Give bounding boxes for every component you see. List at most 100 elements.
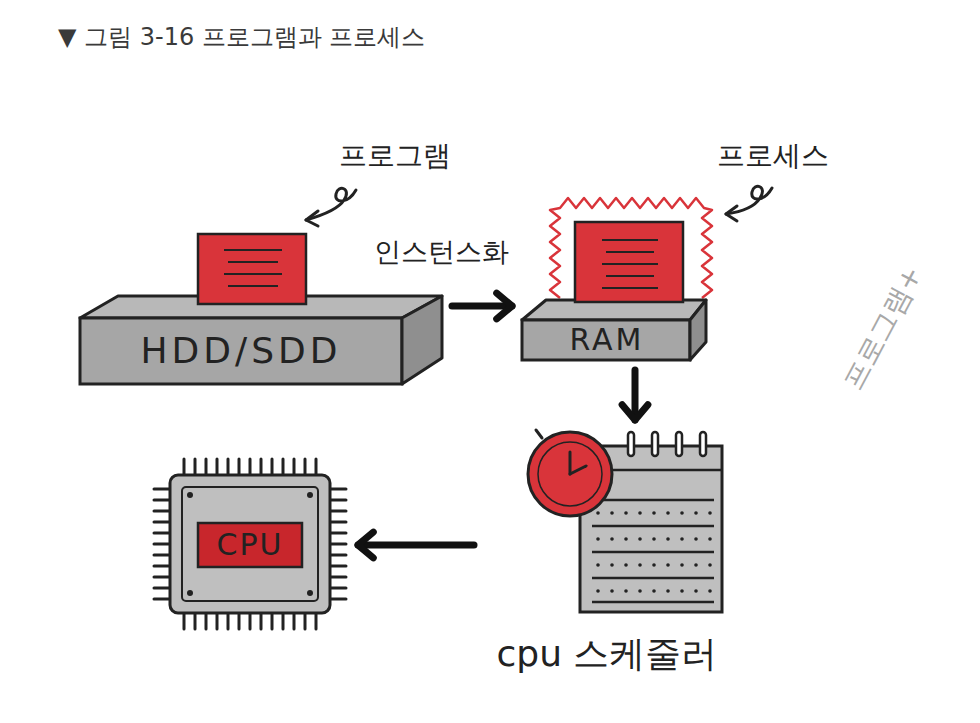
drawing-part xyxy=(205,613,208,629)
drawing-part xyxy=(228,285,278,287)
arrow-head xyxy=(622,405,648,420)
drawing-part xyxy=(638,563,642,567)
arrow-head xyxy=(358,532,373,558)
drawing-part xyxy=(680,589,684,593)
drawing-part xyxy=(154,488,170,491)
drawing-part xyxy=(154,532,170,535)
drawing-part xyxy=(592,551,714,554)
drawing-part xyxy=(596,563,600,567)
drawing-part xyxy=(708,589,712,593)
drawing-part xyxy=(249,459,252,475)
figure-title-box: ▼ 그림 3-16 프로그램과 프로세스 xyxy=(58,18,425,58)
drawing-part xyxy=(293,613,296,629)
drawing-part xyxy=(606,251,654,253)
drawing-part xyxy=(700,432,706,456)
drawing-part xyxy=(690,300,706,360)
storage-slab: HDD/SDD xyxy=(78,294,444,388)
drawing-part xyxy=(694,511,698,515)
drawing-part xyxy=(194,613,197,629)
drawing-part xyxy=(330,554,346,557)
drawing-part xyxy=(187,492,193,498)
drawing-part xyxy=(154,459,346,629)
drawing-part xyxy=(628,432,634,456)
drawing-part xyxy=(536,430,542,438)
drawing-part xyxy=(708,563,712,567)
drawing-part xyxy=(652,432,658,456)
drawing-part xyxy=(610,537,614,541)
drawing-part xyxy=(216,459,219,475)
drawing-part xyxy=(592,499,714,502)
handwritten-note: 프로그램+ xyxy=(837,261,929,396)
edge-label-box: 인스턴스화 xyxy=(368,232,514,272)
edge-label: 인스턴스화 xyxy=(374,236,509,267)
drawing-part xyxy=(575,222,683,302)
drawing-part xyxy=(330,499,346,502)
drawing-part xyxy=(224,273,282,275)
flow-arrow xyxy=(358,532,474,558)
callout-label: 프로그램 xyxy=(339,140,451,172)
drawing-part xyxy=(528,432,612,516)
flow-arrow xyxy=(452,293,512,319)
drawing-part xyxy=(610,589,614,593)
drawing-part xyxy=(249,613,252,629)
drawing-part xyxy=(154,499,170,502)
drawing-part xyxy=(282,613,285,629)
drawing-part xyxy=(154,521,170,524)
arrow-head xyxy=(497,293,512,319)
drawing-part xyxy=(330,576,346,579)
drawing-part xyxy=(694,563,698,567)
drawing-part xyxy=(330,587,346,590)
drawing-part xyxy=(592,525,714,528)
drawing-part xyxy=(402,296,442,384)
drawing-part xyxy=(638,511,642,515)
scheduler-label: cpu 스케줄러 xyxy=(497,633,718,674)
drawing-part xyxy=(307,590,313,596)
leader-head xyxy=(726,206,737,221)
figure-title: ▼ 그림 3-16 프로그램과 프로세스 xyxy=(58,24,425,52)
drawing-part xyxy=(330,565,346,568)
drawing-part xyxy=(708,511,712,515)
drawing-part xyxy=(315,459,318,475)
drawing-part xyxy=(602,263,658,265)
drawing-part xyxy=(154,576,170,579)
drawing-part xyxy=(538,442,602,506)
cpu-label-box: CPU xyxy=(198,523,302,567)
drawing-part xyxy=(624,511,628,515)
drawing-part xyxy=(596,589,600,593)
drawing-part xyxy=(205,459,208,475)
drawing-part xyxy=(198,234,306,304)
drawing-part xyxy=(592,601,714,604)
drawing-part xyxy=(260,613,263,629)
drawing-part xyxy=(638,537,642,541)
drawing-part xyxy=(694,589,698,593)
drawing-part xyxy=(154,565,170,568)
drawing-part xyxy=(154,510,170,513)
drawing-part xyxy=(666,511,670,515)
drawing-part xyxy=(183,459,186,475)
flow-arrow xyxy=(622,370,648,420)
drawing-part xyxy=(183,613,186,629)
drawing-part xyxy=(271,459,274,475)
drawing-part xyxy=(624,537,628,541)
drawing-part xyxy=(610,511,614,515)
leader-arrow xyxy=(726,186,772,221)
drawing-part xyxy=(154,587,170,590)
drawing-part xyxy=(606,275,654,277)
callout-label: 프로세스 xyxy=(717,140,829,172)
drawing-part xyxy=(307,492,313,498)
drawing-part xyxy=(260,459,263,475)
drawing-part xyxy=(293,459,296,475)
leader-arrow xyxy=(306,188,356,226)
drawing-part xyxy=(666,589,670,593)
drawing-part xyxy=(652,589,656,593)
drawing-part xyxy=(610,563,614,567)
drawing-part xyxy=(522,320,690,360)
drawing-part xyxy=(596,537,600,541)
drawing-part xyxy=(304,459,307,475)
cpu-label: CPU xyxy=(217,528,284,563)
drawing-part xyxy=(680,511,684,515)
drawing-part xyxy=(330,532,346,535)
drawing-part xyxy=(330,510,346,513)
handwritten-note-box: 프로그램+ xyxy=(828,251,937,404)
